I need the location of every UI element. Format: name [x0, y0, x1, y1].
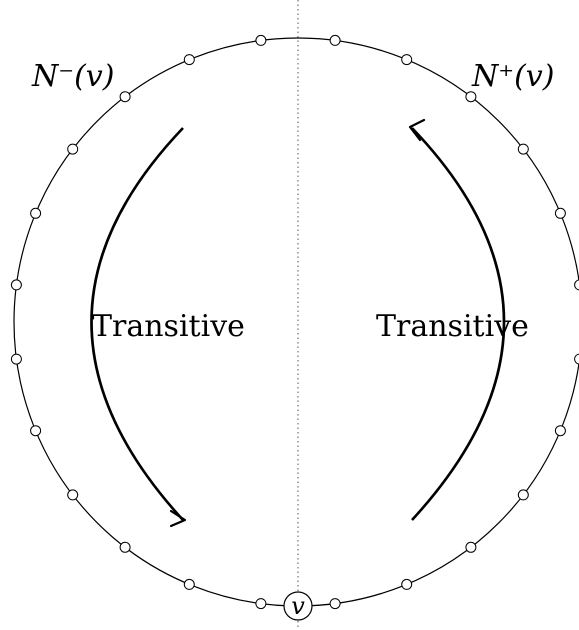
neighbor-node: [554, 207, 566, 219]
vertex-v-label: v: [291, 592, 305, 620]
left-arrow-head: [169, 509, 187, 528]
neighbor-node: [10, 279, 22, 291]
neighbor-node: [401, 578, 413, 590]
neighbor-node: [465, 541, 477, 553]
neighbor-node: [574, 353, 579, 365]
neighbor-node: [554, 425, 566, 437]
neighbor-node: [465, 91, 477, 103]
right-neighborhood-label: N⁺(v): [471, 59, 554, 94]
right-transitive-label: Transitive: [376, 309, 529, 344]
neighbor-node: [30, 425, 42, 437]
neighbor-node: [329, 34, 341, 46]
right-transitive-arrow: [411, 127, 506, 521]
neighbor-node: [119, 91, 131, 103]
neighbor-node: [30, 207, 42, 219]
neighbor-nodes: [10, 34, 579, 610]
right-arrow-head: [408, 118, 426, 142]
neighbor-node: [67, 143, 79, 155]
neighbor-node: [255, 34, 267, 46]
left-transitive-label: Transitive: [92, 309, 245, 344]
neighbor-node: [517, 143, 529, 155]
neighbor-node: [574, 279, 579, 291]
neighbor-node: [517, 489, 529, 501]
neighbor-node: [401, 54, 413, 66]
neighbor-node: [119, 541, 131, 553]
left-transitive-arrow: [90, 127, 184, 521]
neighbor-node: [183, 54, 195, 66]
neighbor-node: [10, 353, 22, 365]
vertex-v-node: [283, 591, 313, 621]
neighbor-node: [67, 489, 79, 501]
left-neighborhood-label: N⁻(v): [31, 59, 114, 94]
neighbor-node: [183, 578, 195, 590]
neighbor-node: [329, 598, 341, 610]
neighbor-node: [255, 598, 267, 610]
